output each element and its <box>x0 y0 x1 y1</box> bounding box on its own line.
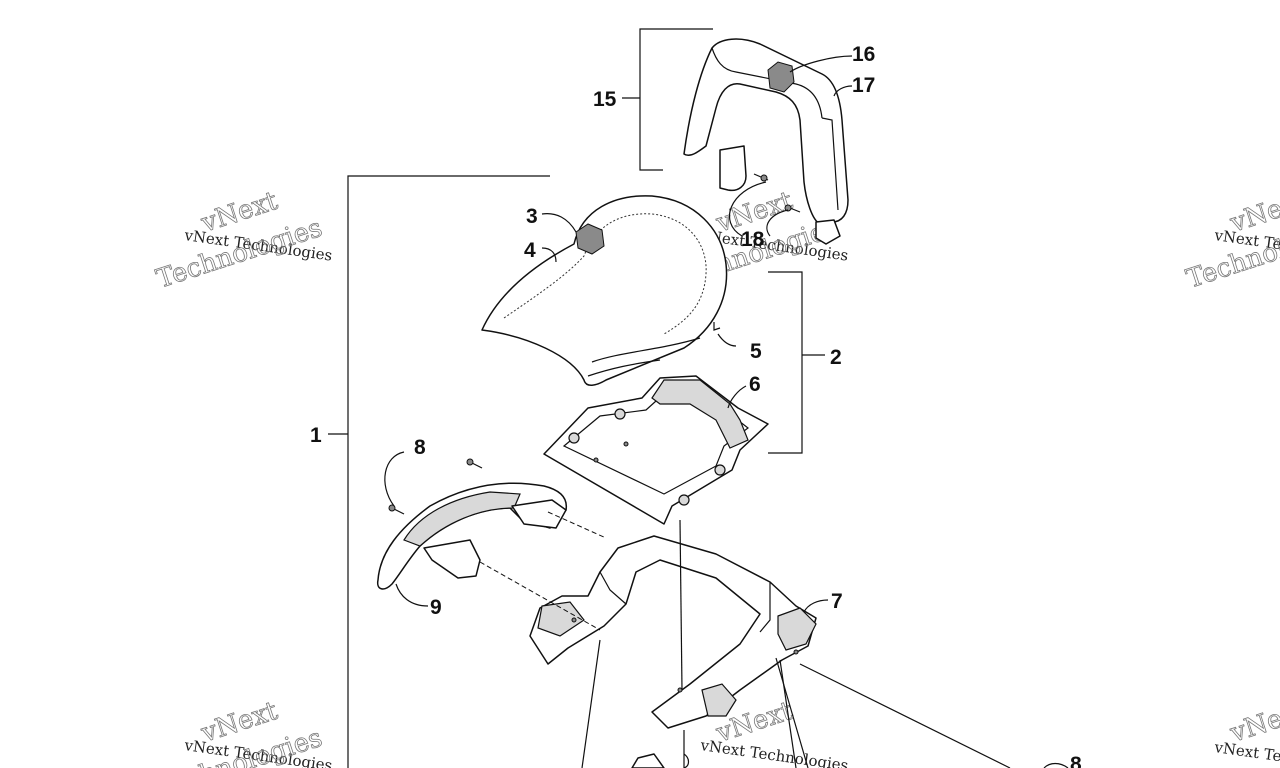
watermark-bottom-left: vNext vNext Technologies Technologies <box>152 695 333 768</box>
watermark-text: vNext Technologies <box>698 736 849 768</box>
bracket-assembly-1 <box>328 175 550 768</box>
callout-17: 17 <box>852 74 875 97</box>
callout-8-bottom: 8 <box>1070 753 1082 768</box>
callout-5: 5 <box>750 340 762 363</box>
callout-leaders <box>395 55 1069 768</box>
seat-cushion-part <box>481 195 728 386</box>
watermark-bottom-right: vNext vNext Technologies <box>1212 695 1280 768</box>
callout-6: 6 <box>749 373 761 396</box>
bracket-assembly-2 <box>768 271 825 454</box>
callout-16: 16 <box>852 43 875 66</box>
callout-9: 9 <box>430 596 442 619</box>
callout-2: 2 <box>830 346 842 369</box>
callout-7: 7 <box>831 590 843 613</box>
callout-labels: 1 2 3 4 5 6 7 8 8 9 15 16 17 18 <box>310 43 1082 768</box>
backrest-part <box>683 38 849 245</box>
watermark-top-right: vNext vNext Technologies Technologies <box>1182 185 1280 295</box>
rack-frame-part <box>529 535 817 729</box>
callout-3: 3 <box>526 205 538 228</box>
bottom-clip-part <box>631 753 690 768</box>
grip-handle-part <box>376 482 568 590</box>
callout-1: 1 <box>310 424 322 447</box>
bracket-assembly-15 <box>622 28 713 171</box>
bolt-part-8 <box>384 451 483 515</box>
callout-8-top: 8 <box>414 436 426 459</box>
callout-15: 15 <box>593 88 617 111</box>
callout-4: 4 <box>524 239 536 262</box>
seat-base-part <box>543 375 769 525</box>
assembly-leader-lines <box>479 511 1011 768</box>
clip-part-5 <box>713 322 721 331</box>
backrest-badge-part-16 <box>767 61 795 93</box>
watermark-top-left: vNext vNext Technologies Technologies <box>152 185 333 295</box>
screw-part-18 <box>729 173 801 237</box>
watermark-text: vNext Technologies <box>1212 738 1280 768</box>
callout-18: 18 <box>741 228 765 251</box>
seat-badge-part-3 <box>575 223 605 255</box>
